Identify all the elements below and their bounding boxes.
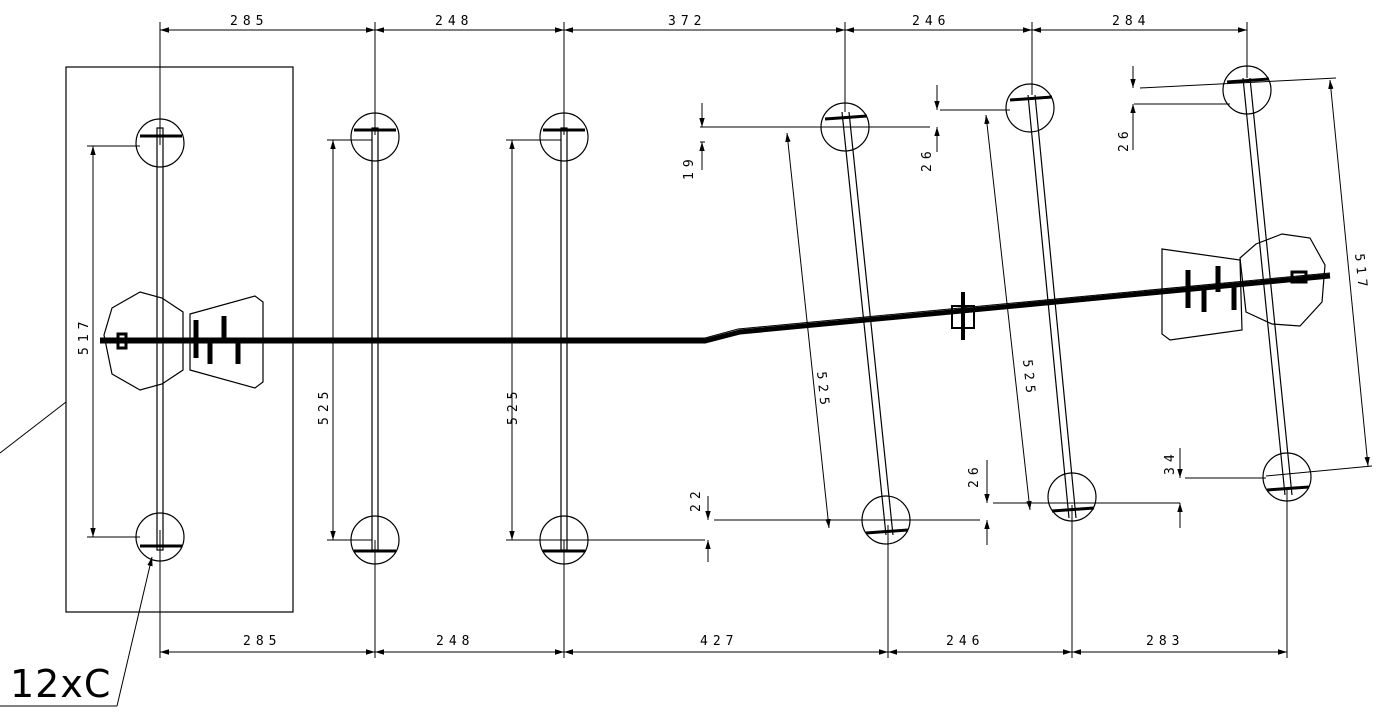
top-dim-5: 284 [1112,14,1150,29]
bottom-dim-4: 246 [946,634,984,649]
top-dim-3: 372 [668,14,706,29]
offset-4: 22 [689,486,704,512]
bottom-dim-3: 427 [700,634,738,649]
leg-length-1: 525 [317,387,332,425]
callout-label: 12xC [10,662,111,706]
top-dim-4: 246 [912,14,950,29]
top-dim-1: 285 [230,14,268,29]
offset-6: 34 [1163,449,1178,475]
bottom-extension-lines [159,490,1288,658]
offset-5: 26 [967,462,982,488]
offset-ticks [699,66,1183,562]
leg-assembly-1 [103,118,264,562]
callout-leader [0,401,153,707]
bottom-dimension-labels: 285 248 427 246 283 [243,634,1184,649]
side-dimension-lines [87,77,1373,541]
leg-length-4: 525 [1019,359,1038,399]
leg-length-2: 525 [506,387,521,425]
left-span-label: 517 [77,317,92,355]
right-span-label: 517 [1351,253,1370,293]
central-beam [100,272,1331,344]
callout: 12xC [10,662,111,706]
top-dim-2: 248 [435,14,473,29]
leg-assembly-3 [539,112,589,565]
top-dimension-labels: 285 248 372 246 284 [230,14,1150,29]
top-extension-lines [159,22,1248,145]
bottom-dim-5: 283 [1146,634,1184,649]
leg-assembly-5 [951,83,1097,522]
leg-length-3: 525 [813,371,832,411]
leg-assembly-6 [1161,65,1326,502]
side-dimension-labels: 517 525 525 525 525 517 19 26 26 22 26 3… [77,126,1370,512]
offset-1: 19 [682,154,697,180]
bottom-dim-2: 248 [436,634,474,649]
offset-2: 26 [920,146,935,172]
bottom-dim-1: 285 [243,634,281,649]
offset-3: 26 [1117,126,1132,152]
